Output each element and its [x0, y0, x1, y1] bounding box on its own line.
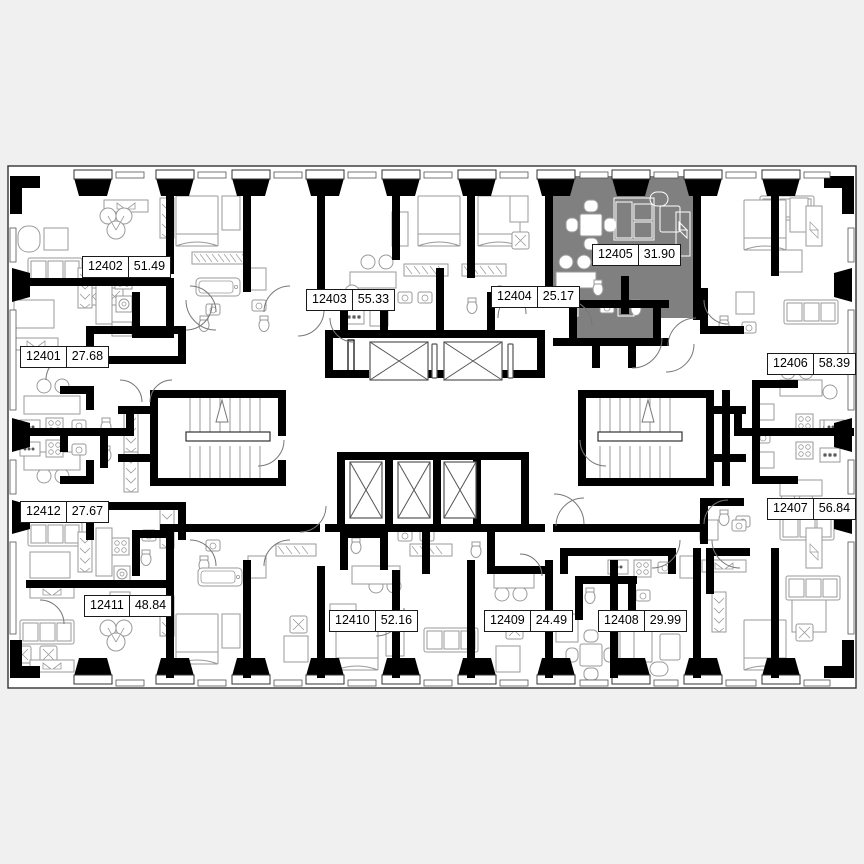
unit-number: 12402 [88, 259, 123, 273]
unit-number: 12406 [773, 356, 808, 370]
unit-label-12411[interactable]: 12411 48.84 [84, 595, 173, 617]
elevator-cars-lower [349, 461, 477, 519]
window-openings [9, 171, 855, 687]
unit-number: 12404 [497, 289, 532, 303]
unit-label-12404[interactable]: 12404 25.17 [491, 286, 581, 308]
unit-label-12406[interactable]: 12406 58.39 [767, 353, 857, 375]
unit-area: 55.33 [351, 290, 394, 310]
unit-area: 58.39 [812, 354, 855, 374]
unit-area: 48.84 [128, 596, 171, 616]
unit-area: 27.68 [65, 347, 108, 367]
unit-number: 12408 [604, 613, 639, 627]
unit-label-12402[interactable]: 12402 51.49 [82, 256, 172, 278]
unit-area: 27.67 [65, 502, 108, 522]
unit-number: 12407 [773, 501, 808, 515]
stairs-right [597, 398, 683, 478]
unit-label-12410[interactable]: 12410 52.16 [329, 610, 419, 632]
unit-label-12408[interactable]: 12408 29.99 [598, 610, 688, 632]
unit-label-12401[interactable]: 12401 27.68 [20, 346, 110, 368]
unit-area: 31.90 [637, 245, 680, 265]
unit-number: 12412 [26, 504, 61, 518]
unit-area: 52.16 [374, 611, 417, 631]
unit-number: 12410 [335, 613, 370, 627]
wall-layer [7, 165, 857, 689]
unit-area: 56.84 [812, 499, 855, 519]
unit-area: 24.49 [529, 611, 572, 631]
unit-label-12403[interactable]: 12403 55.33 [306, 289, 396, 311]
unit-label-12409[interactable]: 12409 24.49 [484, 610, 574, 632]
facade-columns-bottom [73, 658, 801, 685]
unit-number: 12405 [598, 247, 633, 261]
unit-label-12405[interactable]: 12405 31.90 [592, 244, 682, 266]
stairs-left [185, 398, 271, 478]
unit-number: 12401 [26, 349, 61, 363]
unit-label-12412[interactable]: 12412 27.67 [20, 501, 110, 523]
unit-label-12407[interactable]: 12407 56.84 [767, 498, 857, 520]
elevator-cars-upper [369, 341, 514, 381]
unit-area: 29.99 [643, 611, 686, 631]
unit-area: 25.17 [536, 287, 579, 307]
unit-number: 12403 [312, 292, 347, 306]
unit-number: 12409 [490, 613, 525, 627]
unit-number: 12411 [90, 598, 124, 612]
unit-area: 51.49 [127, 257, 170, 277]
